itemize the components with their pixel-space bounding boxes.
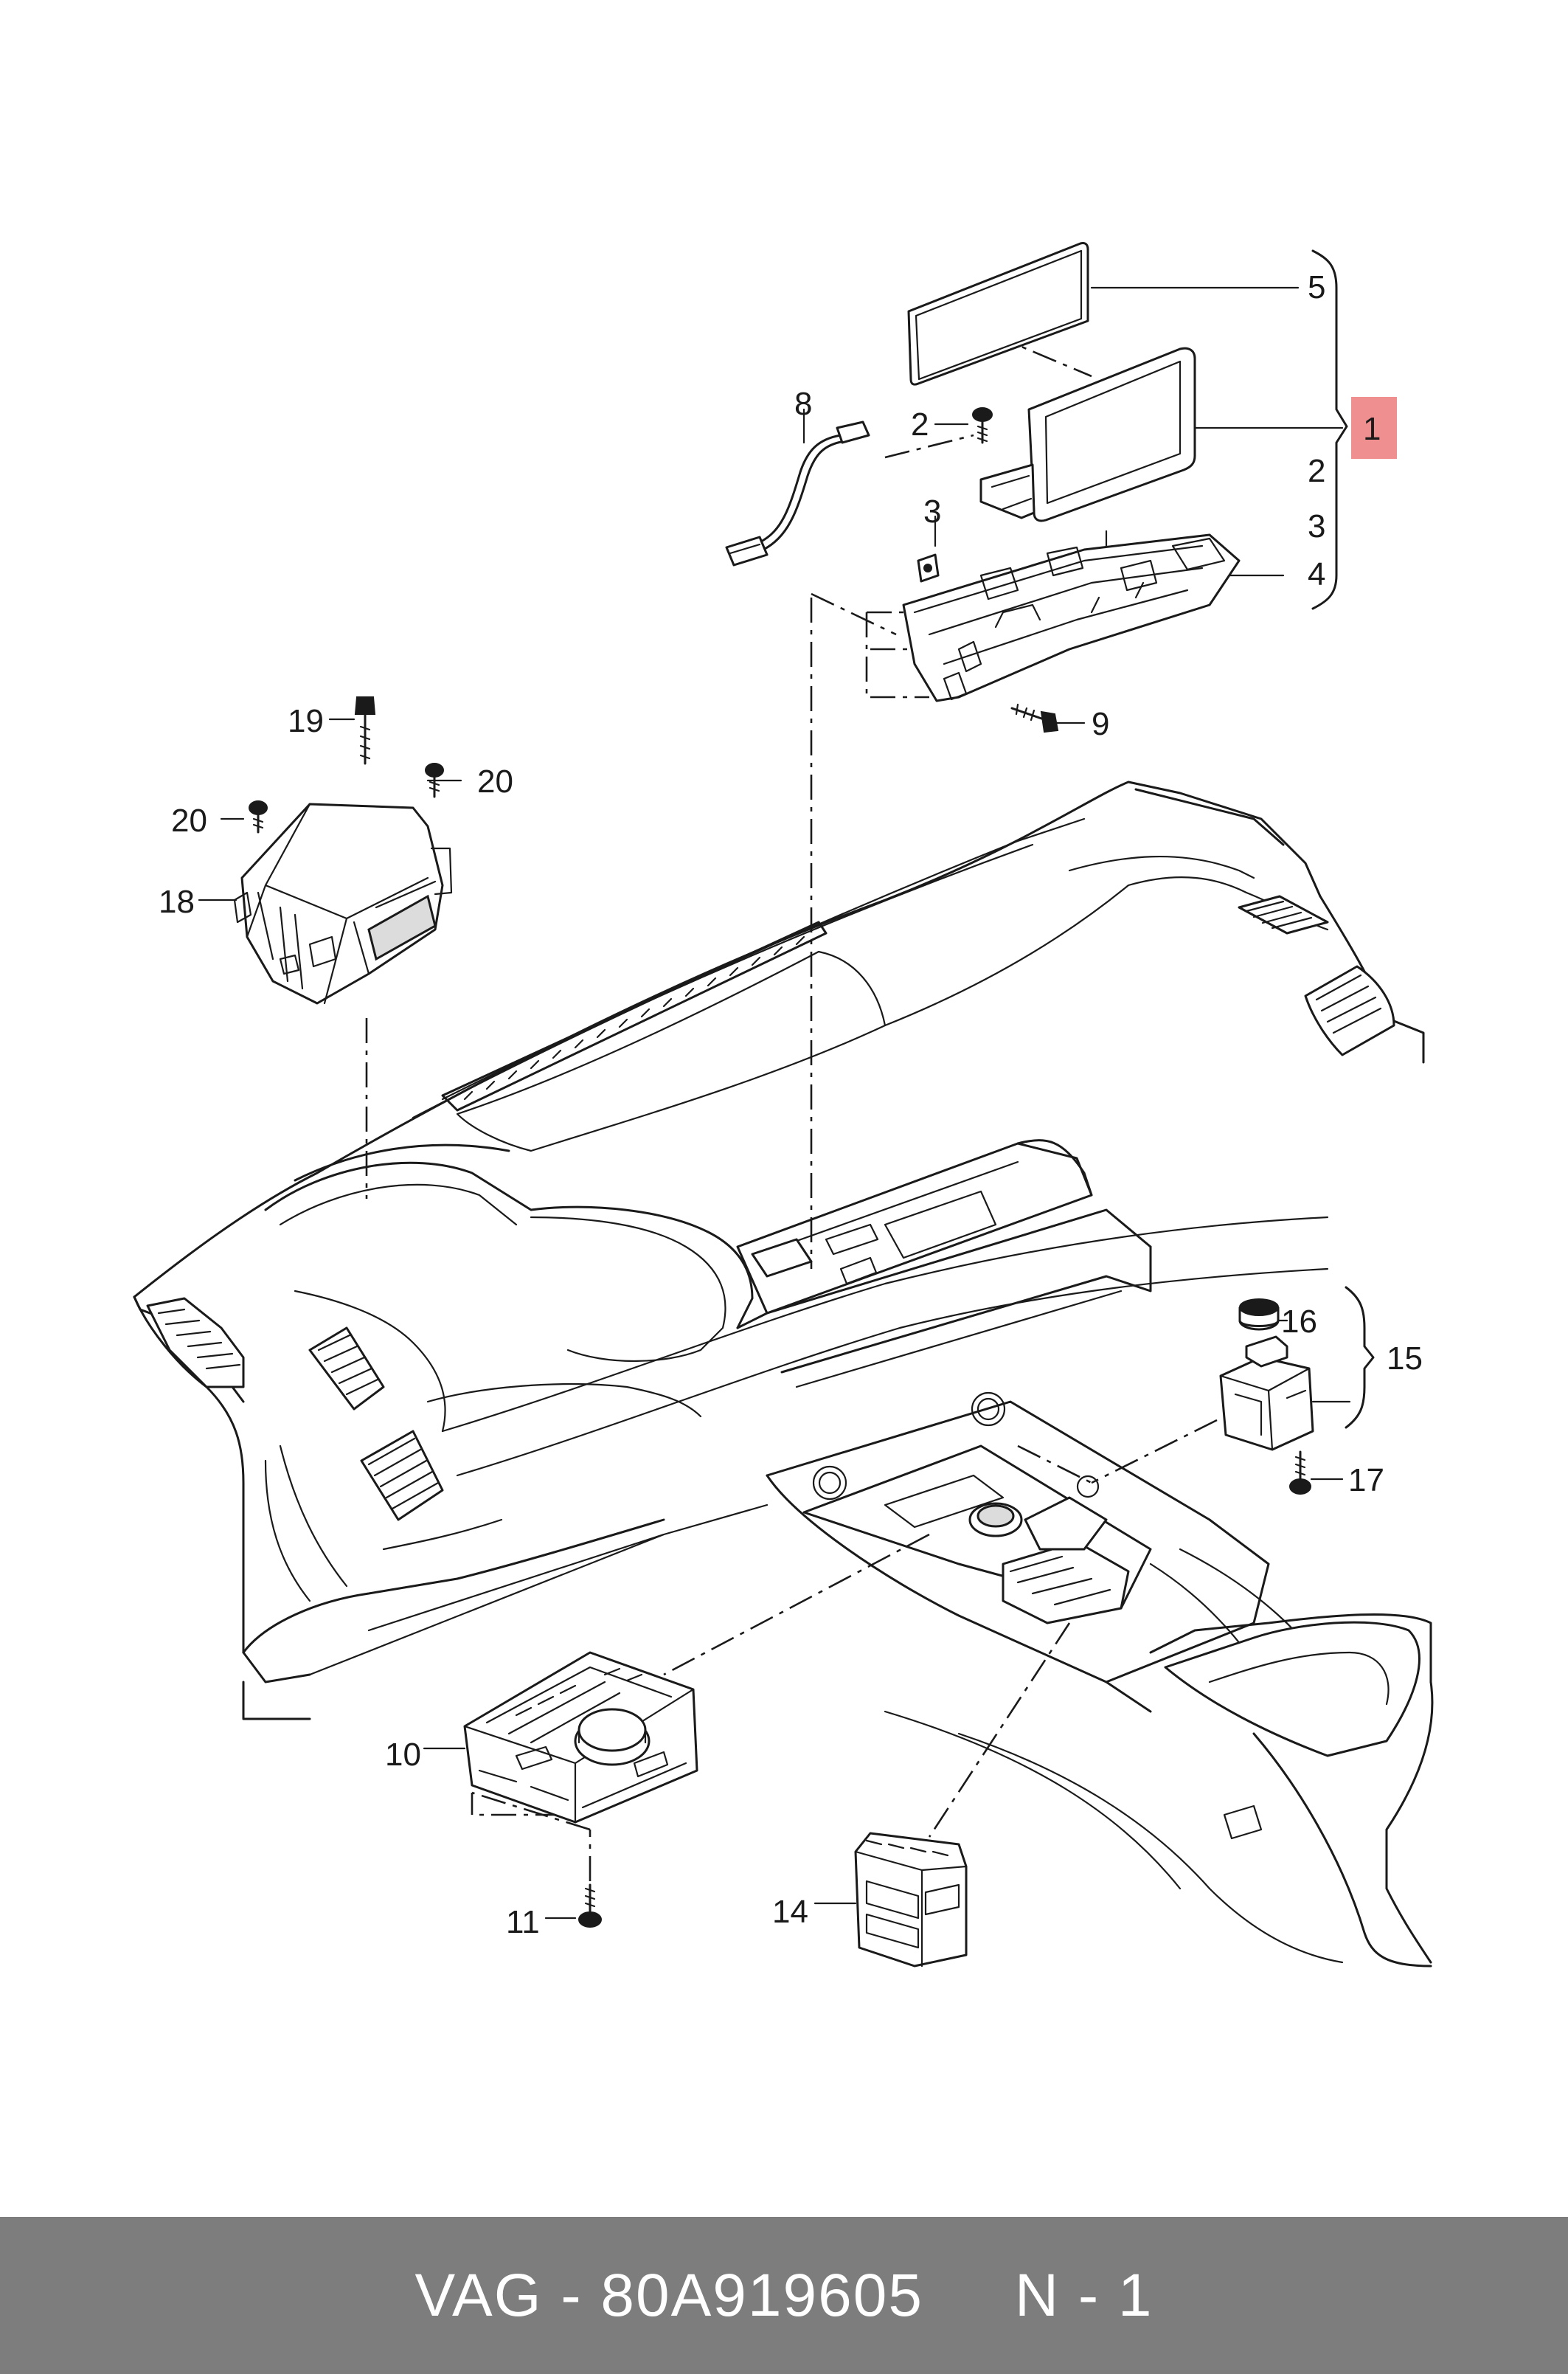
callout-3-right: 3 <box>1308 508 1325 544</box>
parts-diagram: 1 5 2 3 4 8 2 3 9 19 20 20 18 16 15 17 1… <box>133 242 1434 1968</box>
part-3-clip-nut <box>917 553 940 583</box>
callout-19: 19 <box>288 703 324 739</box>
highlight-box <box>1351 397 1397 459</box>
part-20-screw-left <box>249 800 268 834</box>
callout-14: 14 <box>772 1894 808 1930</box>
callout-4: 4 <box>1308 556 1325 592</box>
part-20-screw-right <box>425 763 444 798</box>
callout-20-right: 20 <box>477 764 513 800</box>
dashboard-illustration <box>133 781 1434 1968</box>
callouts: 1 5 2 3 4 8 2 3 9 19 20 20 18 16 15 17 1… <box>159 269 1423 1940</box>
part-11-screw <box>578 1883 602 1928</box>
callout-20-left: 20 <box>171 803 207 839</box>
part-14-switch-module <box>854 1832 968 1968</box>
part-4-mounting-bracket <box>902 533 1241 702</box>
callout-5: 5 <box>1308 269 1325 305</box>
callout-3: 3 <box>923 494 941 530</box>
callout-2: 2 <box>911 406 929 443</box>
callout-10: 10 <box>385 1737 421 1773</box>
part-number-caption: VAG - 80A919605 N - 1 <box>414 2261 1154 2329</box>
callout-1: 1 <box>1363 411 1381 447</box>
part-8-connecting-cable <box>725 421 870 567</box>
callout-15: 15 <box>1387 1340 1423 1377</box>
part-9-bolt <box>1010 703 1059 733</box>
part-17-screw <box>1289 1450 1311 1495</box>
footer-bar: VAG - 80A919605 N - 1 <box>0 2217 1568 2374</box>
callout-8: 8 <box>794 386 812 422</box>
callout-11: 11 <box>506 1904 540 1940</box>
part-1-display-unit <box>979 347 1196 522</box>
part-16-knob-cap <box>1238 1298 1280 1331</box>
part-15-rotary-switch <box>1219 1335 1314 1451</box>
callout-17: 17 <box>1348 1462 1384 1498</box>
part-5-display-protective-film <box>907 242 1089 386</box>
part-10-mmi-control-module <box>463 1651 698 1824</box>
callout-9: 9 <box>1092 706 1109 742</box>
part-19-bolt <box>354 696 376 765</box>
part-2-screw <box>972 407 993 444</box>
callout-16: 16 <box>1281 1304 1317 1340</box>
part-18-control-unit <box>233 803 453 1005</box>
callout-2-right: 2 <box>1308 453 1325 489</box>
callout-18: 18 <box>159 884 195 920</box>
